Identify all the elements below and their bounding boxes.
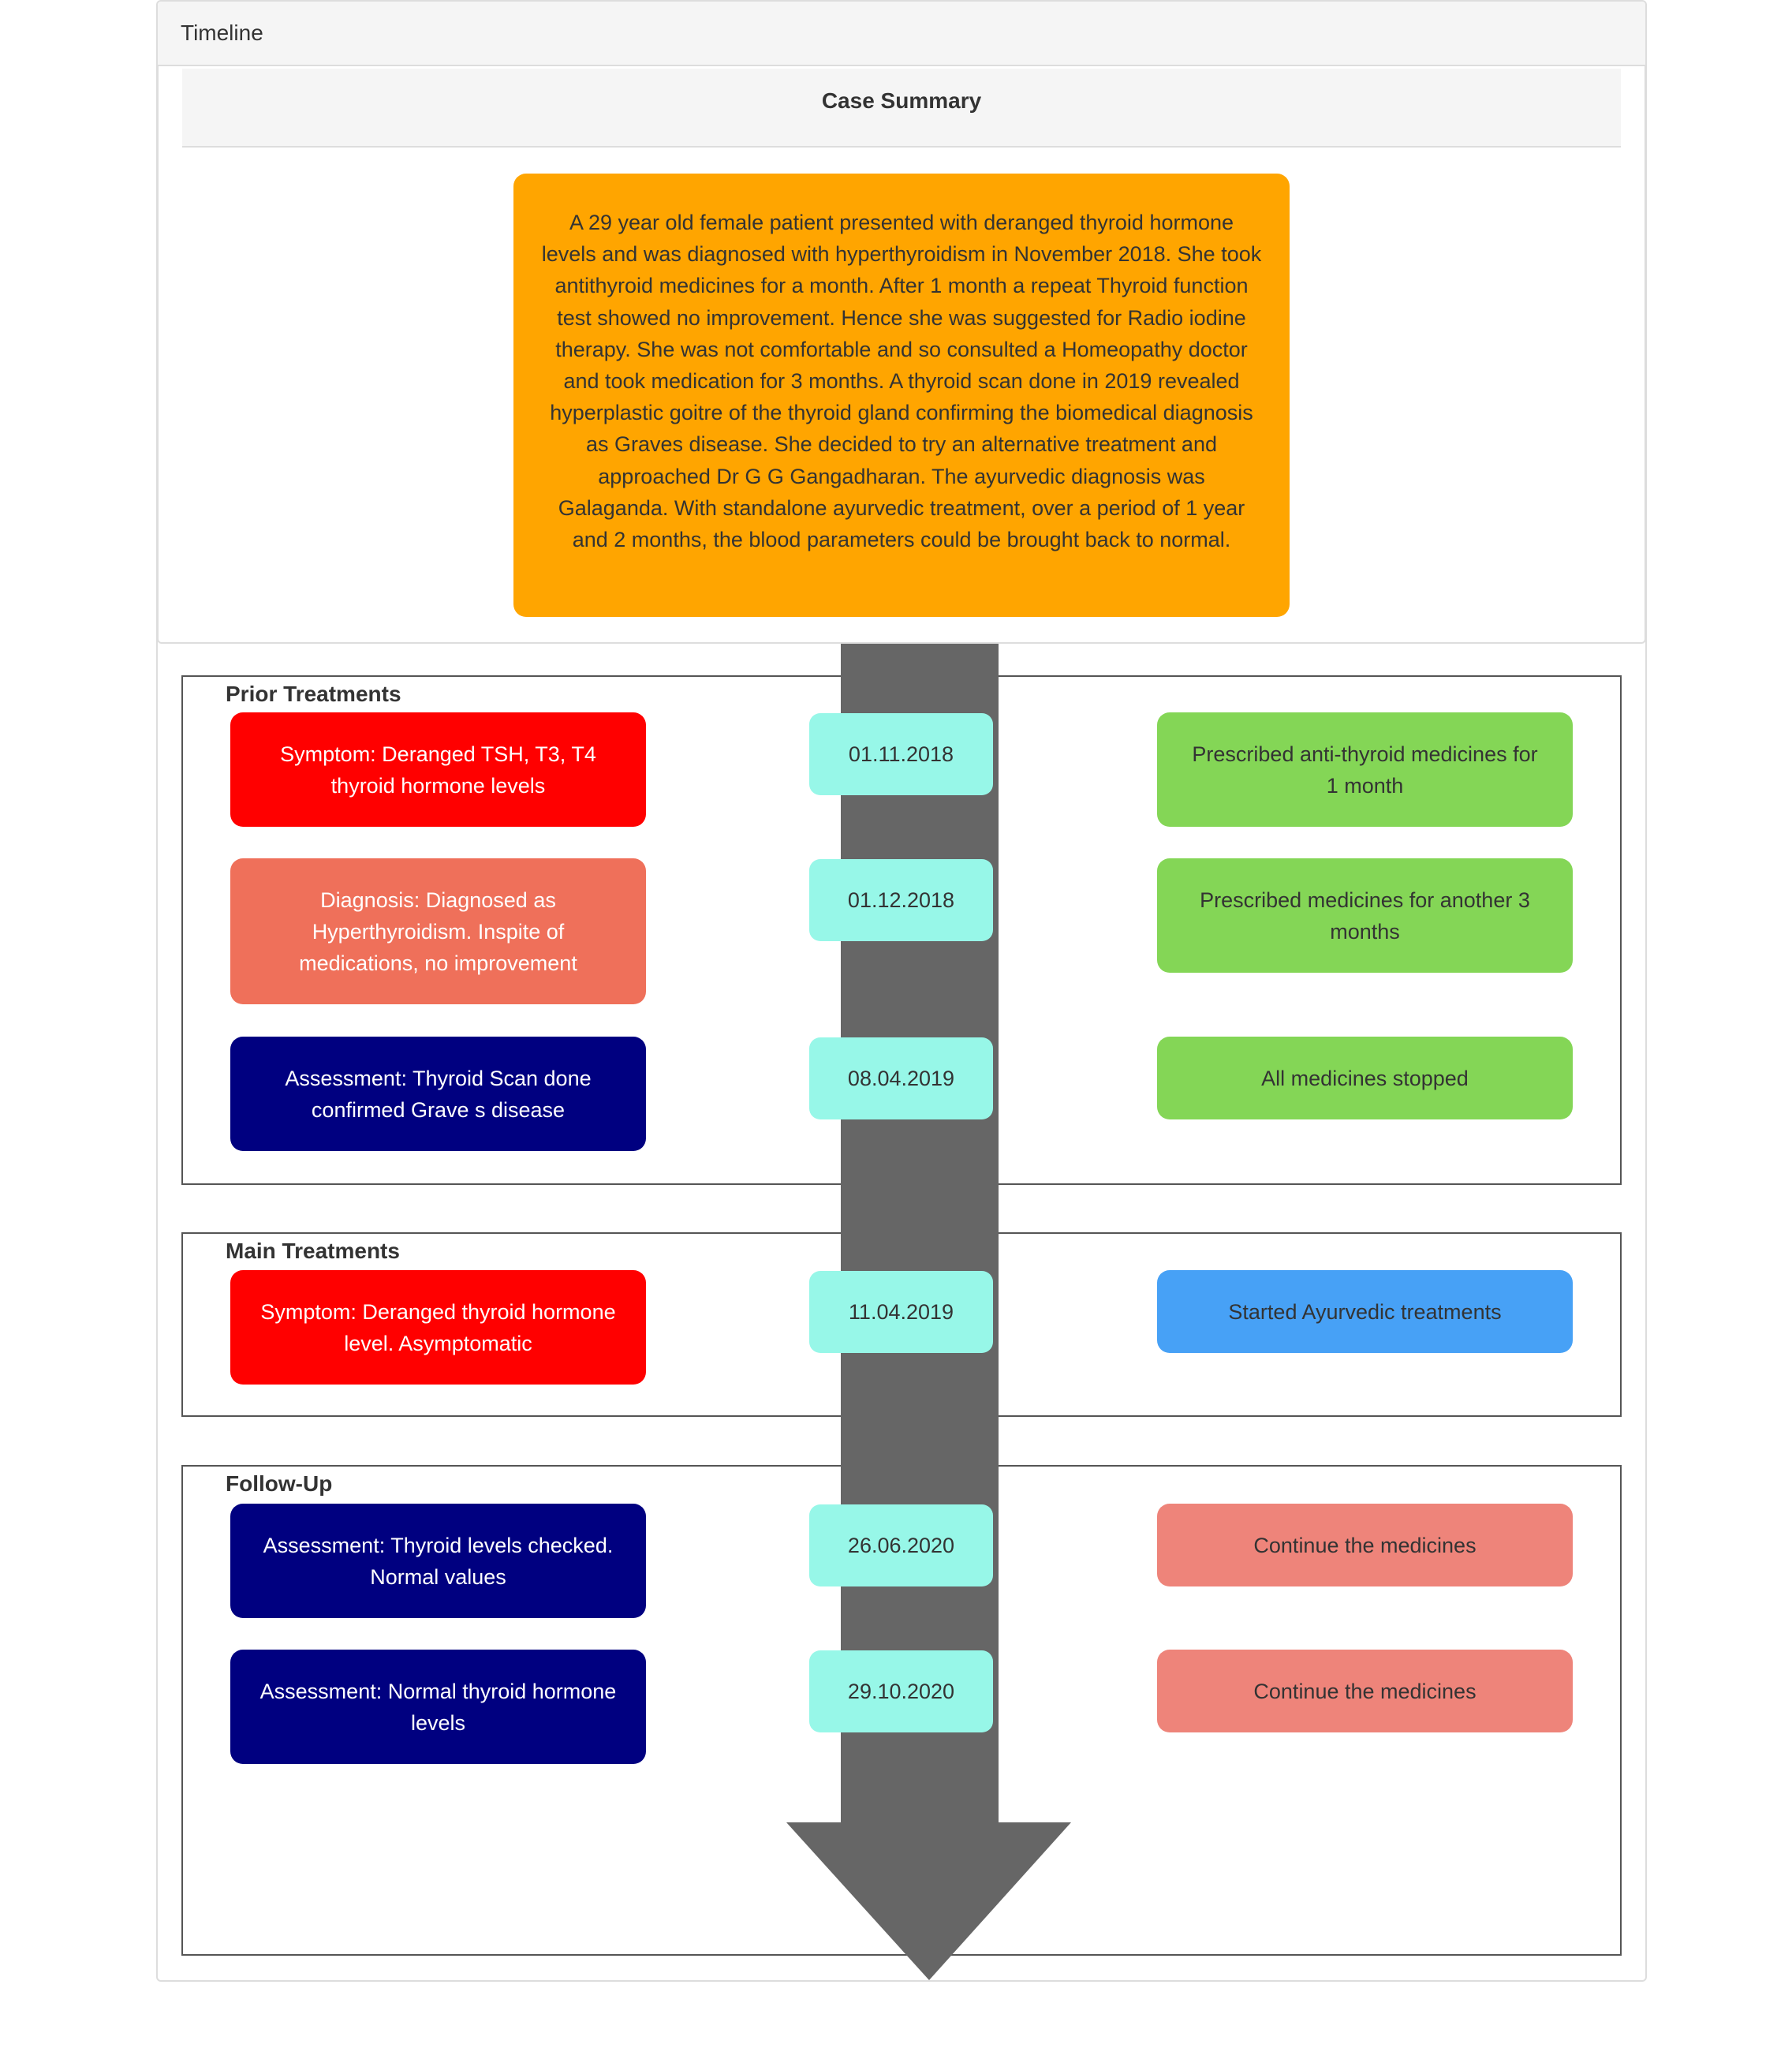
date-badge: 01.12.2018: [809, 859, 993, 941]
event-card-diagnosis: Diagnosis: Diagnosed as Hyperthyroidism.…: [230, 858, 646, 1004]
section-label-follow-up: Follow-Up: [226, 1471, 333, 1496]
panel-heading: [158, 2, 1645, 66]
case-summary-title: Case Summary: [821, 88, 982, 113]
action-card: All medicines stopped: [1157, 1037, 1573, 1119]
case-summary-header: [182, 69, 1621, 148]
date-badge: 26.06.2020: [809, 1504, 993, 1586]
action-card: Continue the medicines: [1157, 1504, 1573, 1586]
timeline-arrow-head: [786, 1822, 1071, 1980]
event-card-symptom: Symptom: Deranged TSH, T3, T4 thyroid ho…: [230, 712, 646, 827]
timeline-arrow-shaft: [841, 644, 999, 1824]
action-card: Started Ayurvedic treatments: [1157, 1270, 1573, 1353]
case-summary-card: A 29 year old female patient presented w…: [513, 174, 1290, 617]
event-card-assessment: Assessment: Normal thyroid hormone level…: [230, 1650, 646, 1764]
date-badge: 29.10.2020: [809, 1650, 993, 1732]
action-card: Continue the medicines: [1157, 1650, 1573, 1732]
section-label-main-treatments: Main Treatments: [226, 1239, 400, 1263]
date-badge: 08.04.2019: [809, 1037, 993, 1119]
event-card-assessment: Assessment: Thyroid Scan done confirmed …: [230, 1037, 646, 1151]
event-card-symptom: Symptom: Deranged thyroid hormone level.…: [230, 1270, 646, 1385]
date-badge: 01.11.2018: [809, 713, 993, 795]
date-badge: 11.04.2019: [809, 1271, 993, 1353]
event-card-assessment: Assessment: Thyroid levels checked. Norm…: [230, 1504, 646, 1618]
action-card: Prescribed medicines for another 3 month…: [1157, 858, 1573, 973]
section-label-prior-treatments: Prior Treatments: [226, 682, 401, 706]
panel-title: Timeline: [181, 21, 263, 45]
action-card: Prescribed anti-thyroid medicines for 1 …: [1157, 712, 1573, 827]
